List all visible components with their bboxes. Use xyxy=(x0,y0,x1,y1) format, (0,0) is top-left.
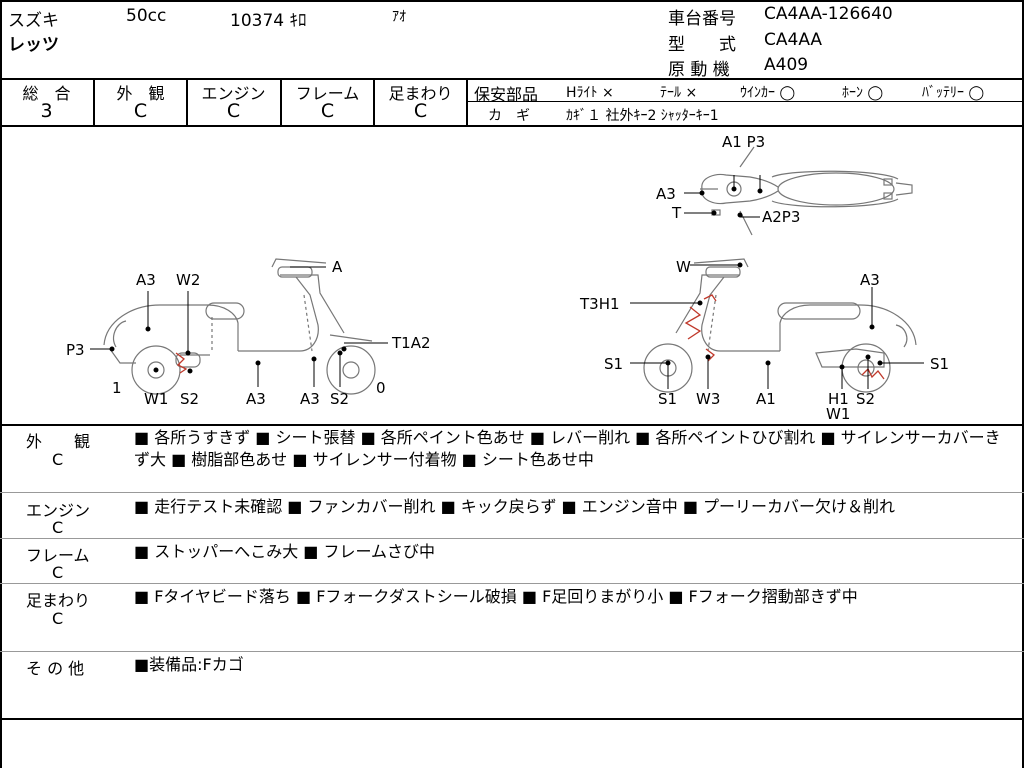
grade-divider xyxy=(186,78,188,126)
frame-grade-value: C xyxy=(320,100,335,122)
damage-diagram: A1 P3 A3 T A2P3 A3 W2 A P3 T1A2 1 W1 S2 … xyxy=(66,133,949,423)
border-right xyxy=(1022,0,1024,768)
tail-status: ﾃｰﾙ × xyxy=(660,85,698,101)
frame-grade-label: フレーム xyxy=(295,84,360,103)
suspension-label: 足まわり xyxy=(388,84,453,103)
border-left xyxy=(0,0,2,768)
engine-type-label: 原 動 機 xyxy=(668,60,730,80)
diagram-label: 0 xyxy=(376,379,386,397)
frame-section-grade: C xyxy=(52,563,64,582)
headlight-status: Hﾗｲﾄ × xyxy=(566,85,614,101)
total-value: 3 xyxy=(40,100,53,122)
grade-divider xyxy=(280,78,282,126)
engine-section-grade: C xyxy=(52,518,64,537)
horn-status: ﾎｰﾝ ◯ xyxy=(842,85,884,101)
suspension-section-label: 足まわり xyxy=(26,591,91,610)
grade-divider xyxy=(93,78,95,126)
exterior-value: C xyxy=(133,100,148,122)
exterior-label: 外 観 xyxy=(116,84,165,103)
diagram-labels: A1 P3 A3 T A2P3 A3 W2 A P3 T1A2 1 W1 S2 … xyxy=(66,133,949,423)
safety-divider xyxy=(467,101,1023,102)
exterior-section-label: 外 観 xyxy=(26,432,91,451)
type-label: 型 式 xyxy=(668,35,736,55)
frame-section-label: フレーム xyxy=(26,546,90,565)
other-section-text: ■装備品:Fカゴ xyxy=(134,655,244,674)
diagram-label: A1 xyxy=(756,390,776,408)
section-line xyxy=(0,651,1024,652)
border-top xyxy=(0,0,1024,2)
diagram-label: A3 xyxy=(246,390,266,408)
diagram-label: A2P3 xyxy=(762,208,800,226)
frame-no-label: 車台番号 xyxy=(668,9,736,29)
section-line xyxy=(0,718,1024,720)
diagram-label: S1 xyxy=(604,355,623,373)
engine-grade-label: エンジン xyxy=(201,84,266,103)
mileage: 10374 ｷﾛ xyxy=(230,11,307,31)
diagram-label: W3 xyxy=(696,390,720,408)
diagram-label: A xyxy=(332,258,343,276)
grade-divider xyxy=(466,78,468,126)
engine-section-text: ■ 走行テスト未確認 ■ ファンカバー削れ ■ キック戻らず ■ エンジン音中 … xyxy=(134,497,896,516)
diagram-label: P3 xyxy=(66,341,85,359)
diagram-label: A3 xyxy=(656,185,676,203)
grade-top-line xyxy=(0,78,1024,80)
diagram-label: S2 xyxy=(856,390,875,408)
suspension-section-text: ■ Fタイヤビード落ち ■ Fフォークダストシール破損 ■ F足回りまがり小 ■… xyxy=(134,587,858,606)
section-line xyxy=(0,583,1024,584)
section-line xyxy=(0,424,1024,426)
diagram-label: A3 xyxy=(136,271,156,289)
suspension-section-grade: C xyxy=(52,609,64,628)
diagram-label: A3 xyxy=(860,271,880,289)
battery-status: ﾊﾞｯﾃﾘｰ ◯ xyxy=(922,85,985,101)
model-name: レッツ xyxy=(8,35,59,55)
diagram-label: H1 xyxy=(828,390,849,408)
diagram-label: W xyxy=(676,258,691,276)
color: ｱｵ xyxy=(392,9,406,25)
diagram-label: S2 xyxy=(180,390,199,408)
diagram-label: S1 xyxy=(658,390,677,408)
diagram-label: W1 xyxy=(144,390,168,408)
diagram-label: W2 xyxy=(176,271,200,289)
section-line xyxy=(0,538,1024,539)
engine-grade-value: C xyxy=(226,100,241,122)
damage-marks xyxy=(175,294,885,380)
total-label: 総 合 xyxy=(22,84,71,103)
diagram-label: A3 xyxy=(300,390,320,408)
frame-section-text: ■ ストッパーへこみ大 ■ フレームさび中 xyxy=(134,542,436,561)
diagram-label: A1 P3 xyxy=(722,133,765,151)
diagram-label: S2 xyxy=(330,390,349,408)
grade-bottom-line xyxy=(0,125,1024,127)
winker-status: ｳｲﾝｶｰ ◯ xyxy=(740,85,796,101)
section-line xyxy=(0,492,1024,493)
suspension-value: C xyxy=(413,100,428,122)
grade-divider xyxy=(373,78,375,126)
key-value: ｶｷﾞ１ 社外ｷｰ2 ｼｬｯﾀｰｷｰ1 xyxy=(566,108,719,124)
other-section-label: そ の 他 xyxy=(26,659,85,678)
scooter-left-view xyxy=(103,258,376,395)
frame-no: CA4AA-126640 xyxy=(764,4,893,24)
engine-section-label: エンジン xyxy=(26,501,91,520)
maker: スズキ xyxy=(8,11,59,31)
safety-label: 保安部品 xyxy=(474,85,539,104)
diagram-label: T xyxy=(671,204,682,222)
leader-lines xyxy=(90,175,924,389)
type-value: CA4AA xyxy=(764,30,823,50)
engine-type-value: A409 xyxy=(764,55,809,75)
exterior-section-grade: C xyxy=(52,450,64,469)
diagram-label: T1A2 xyxy=(391,334,431,352)
diagram-label: 1 xyxy=(112,379,122,397)
diagram-label: S1 xyxy=(930,355,949,373)
diagram-label: W1 xyxy=(826,405,850,423)
displacement: 50cc xyxy=(126,6,167,26)
diagram-label: T3H1 xyxy=(579,295,620,313)
key-label: カ ギ xyxy=(488,108,530,124)
scooter-top-view xyxy=(700,146,913,236)
exterior-section-text: ■ 各所うすきず ■ シート張替 ■ 各所ペイント色あせ ■ レバー削れ ■ 各… xyxy=(134,428,1001,469)
